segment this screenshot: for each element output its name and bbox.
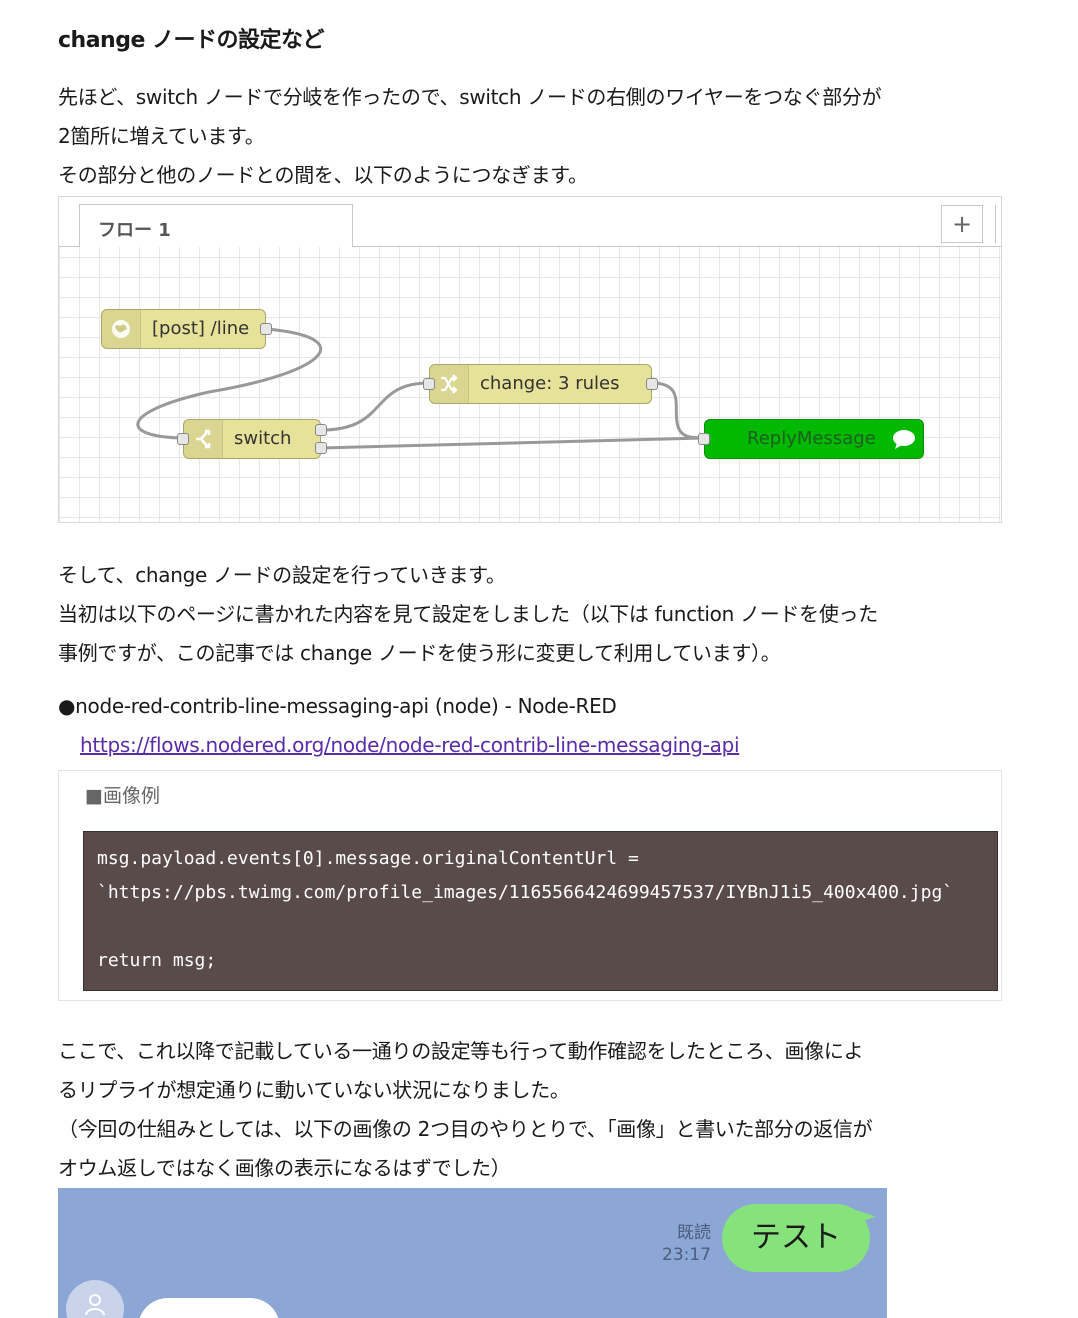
code-line: msg.payload.events[0].message.originalCo…: [97, 848, 639, 869]
code-caption: ■画像例: [85, 785, 160, 807]
paragraph-line: 先ほど、switch ノードで分岐を作ったので、switch ノードの右側のワイ…: [58, 85, 882, 109]
reference-title: ●node-red-contrib-line-messaging-api (no…: [58, 694, 617, 718]
shuffle-icon: [430, 365, 469, 403]
input-port[interactable]: [698, 433, 710, 445]
sent-message-text: テスト: [751, 1220, 841, 1255]
globe-icon: [102, 310, 141, 348]
bubble-tail: [854, 1203, 876, 1223]
node-label: ReplyMessage: [747, 428, 876, 449]
input-port[interactable]: [423, 378, 435, 390]
flow-wires: [136, 327, 705, 450]
sent-message-bubble: テスト: [722, 1203, 876, 1272]
code-line: `https://pbs.twimg.com/profile_images/11…: [97, 882, 954, 903]
reply-message-node[interactable]: ReplyMessage: [704, 419, 924, 459]
node-label: [post] /line: [152, 318, 250, 339]
tab-bar-edge: [995, 205, 1001, 243]
received-message-bubble: [138, 1298, 280, 1318]
switch-icon: [184, 420, 223, 458]
code-line: [97, 916, 997, 950]
read-label: 既読: [677, 1223, 711, 1243]
code-block: msg.payload.events[0].message.originalCo…: [83, 831, 998, 991]
node-label: change: 3 rules: [480, 373, 620, 394]
code-example-image: ■画像例 msg.payload.events[0].message.origi…: [58, 770, 1002, 1001]
paragraph-line: 2箇所に増えています。: [58, 124, 265, 148]
output-port-2[interactable]: [315, 442, 327, 454]
add-tab-button[interactable]: +: [941, 205, 983, 243]
wire-switch-to-change: [320, 381, 430, 432]
output-port-1[interactable]: [315, 424, 327, 436]
chat-bubble-icon: [885, 420, 923, 458]
flow-tab-bar: フロー 1 +: [59, 197, 1001, 247]
code-line: return msg;: [97, 950, 217, 971]
paragraph-line: そして、change ノードの設定を行っていきます。: [58, 563, 506, 587]
node-label: switch: [234, 428, 292, 449]
paragraph-line: その部分と他のノードとの間を、以下のようにつなぎます。: [58, 163, 588, 187]
change-node[interactable]: change: 3 rules: [429, 364, 652, 404]
reference-link[interactable]: https://flows.nodered.org/node/node-red-…: [80, 733, 740, 757]
intro-paragraph: 先ほど、switch ノードで分岐を作ったので、switch ノードの右側のワイ…: [58, 78, 882, 195]
read-receipt: 既読 23:17: [662, 1222, 711, 1266]
paragraph-line: 当初は以下のページに書かれた内容を見て設定をしました（以下は function …: [58, 602, 878, 626]
section-heading: change ノードの設定など: [58, 28, 325, 53]
output-port[interactable]: [260, 323, 272, 335]
switch-node[interactable]: switch: [183, 419, 321, 459]
paragraph-line: 事例ですが、この記事では change ノードを使う形に変更して利用しています）…: [58, 641, 781, 665]
settings-paragraph: そして、change ノードの設定を行っていきます。 当初は以下のページに書かれ…: [58, 556, 878, 673]
message-time: 23:17: [662, 1245, 711, 1265]
wire-change-to-reply: [651, 381, 705, 440]
line-chat-screenshot: 既読 23:17 テスト: [58, 1188, 887, 1318]
result-paragraph: ここで、これ以降で記載している一通りの設定等も行って動作確認をしたところ、画像に…: [58, 1032, 873, 1188]
output-port[interactable]: [646, 378, 658, 390]
paragraph-line: （今回の仕組みとしては、以下の画像の 2つ目のやりとりで、「画像」と書いた部分の…: [58, 1117, 873, 1141]
paragraph-line: ここで、これ以降で記載している一通りの設定等も行って動作確認をしたところ、画像に…: [58, 1039, 864, 1063]
paragraph-line: るリプライが想定通りに動いていない状況になりました。: [58, 1078, 570, 1102]
bot-avatar-icon: [66, 1280, 124, 1318]
http-in-node[interactable]: [post] /line: [101, 309, 266, 349]
flow-tab[interactable]: フロー 1: [79, 204, 353, 247]
input-port[interactable]: [177, 433, 189, 445]
wire-http-to-switch: [136, 327, 323, 440]
wire-switch-to-reply: [320, 436, 705, 450]
node-red-flow-screenshot: フロー 1 + [post] /line switch: [58, 196, 1002, 523]
paragraph-line: オウム返しではなく画像の表示になるはずでした）: [58, 1156, 511, 1180]
